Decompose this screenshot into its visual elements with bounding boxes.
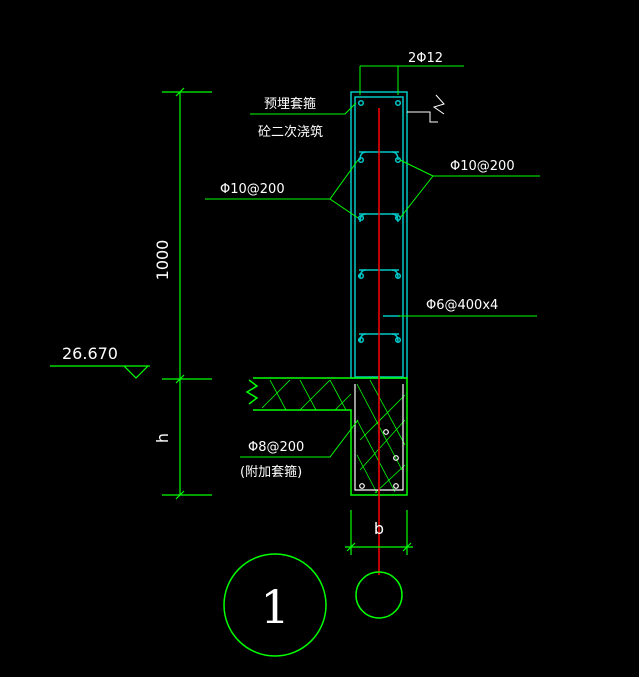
top-slab-edge xyxy=(407,94,445,123)
width-dimension xyxy=(345,510,413,555)
width-label: b xyxy=(374,519,384,538)
stirrup-right-label: Φ10@200 xyxy=(450,159,515,174)
height-dimension xyxy=(162,87,212,500)
embedded-stirrup-label: 预埋套箍 xyxy=(264,96,316,112)
secondary-pour-label: 砼二次浇筑 xyxy=(258,124,323,140)
leader-lines xyxy=(205,65,540,458)
stirrup-left-label: Φ10@200 xyxy=(220,182,285,197)
top-bar-label: 2Φ12 xyxy=(408,51,443,66)
section-circle xyxy=(355,571,403,619)
elevation-label: 26.670 xyxy=(62,344,118,363)
extra-stirrup-label: Φ8@200 xyxy=(248,440,304,455)
detail-number-circle xyxy=(223,553,327,657)
extra-stirrup-note: (附加套箍) xyxy=(240,464,302,480)
elevation-marker xyxy=(50,365,150,379)
tie-bar-label: Φ6@400x4 xyxy=(426,298,498,313)
height-lower-label: h xyxy=(153,433,172,443)
height-upper-label: 1000 xyxy=(153,240,172,281)
detail-number: 1 xyxy=(260,580,289,634)
